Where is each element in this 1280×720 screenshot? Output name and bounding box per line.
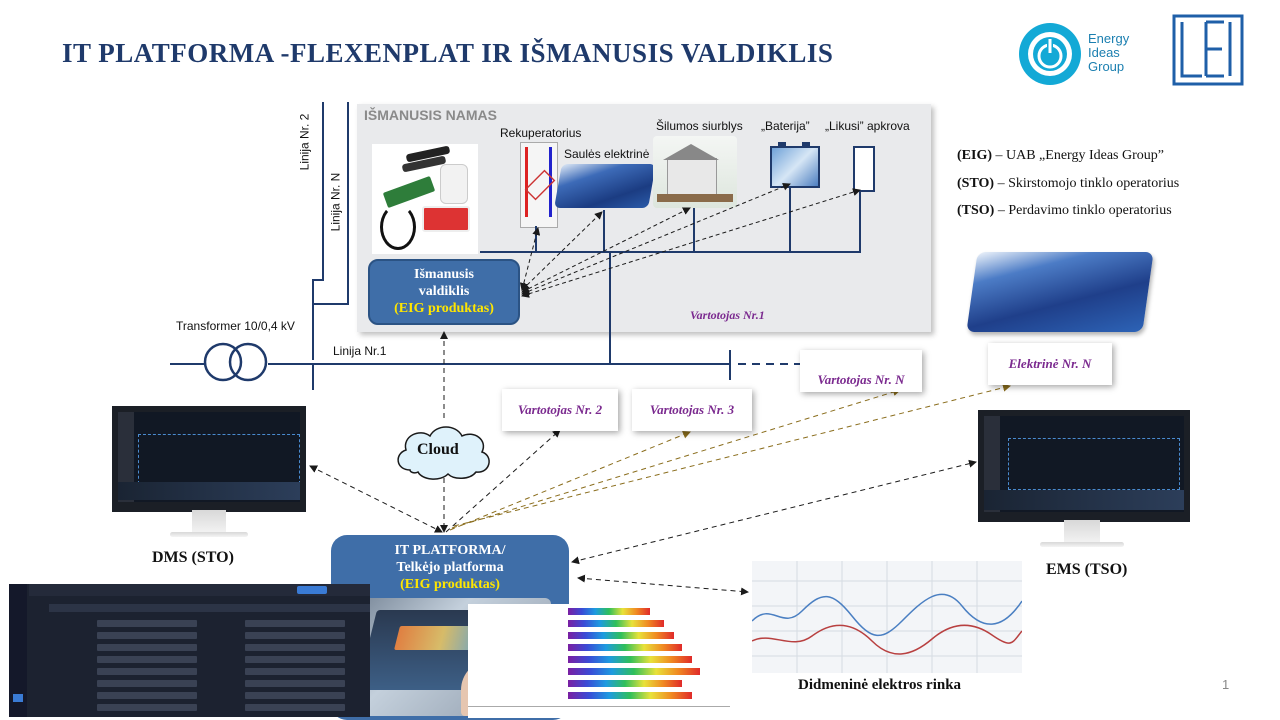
eig-logo-text-2: Ideas — [1088, 45, 1120, 60]
ems-label: EMS (TSO) — [1046, 561, 1128, 578]
eig-logo-text-3: Group — [1088, 59, 1125, 74]
transformer-icon — [203, 342, 268, 382]
eig-logo-text-1: Energy — [1088, 31, 1130, 46]
page-title: IT PLATFORMA -FLEXENPLAT IR IŠMANUSIS VA… — [62, 38, 834, 68]
platform-line-2: Telkėjo platforma — [396, 560, 504, 575]
vartotojas-1-label: Vartotojas Nr.1 — [690, 308, 765, 322]
ems-monitor-screen — [978, 410, 1190, 522]
remaining-load-image — [853, 146, 875, 192]
legend-sto: (STO) – Skirstomojo tinklo operatorius — [957, 176, 1179, 192]
page-number: 1 — [1222, 677, 1230, 692]
controller-line-2: valdiklis — [418, 284, 470, 299]
cloud-icon — [397, 426, 490, 480]
transformer-label: Transformer 10/0,4 kV — [176, 319, 295, 333]
legend-tso-text: – Perdavimo tinklo operatorius — [997, 203, 1172, 218]
rekuperatorius-label: Rekuperatorius — [500, 126, 582, 140]
controller-line-3: (EIG produktas) — [394, 301, 494, 316]
dms-label: DMS (STO) — [152, 549, 234, 566]
ems-monitor-stand — [1064, 520, 1100, 544]
dms-monitor-base — [170, 532, 248, 537]
market-chart-lines — [751, 561, 1023, 673]
dms-monitor-screen — [112, 406, 306, 512]
consumer-2-box: Vartotojas Nr. 2 — [502, 389, 618, 431]
ems-monitor-base — [1040, 542, 1124, 547]
legend-eig-abbr: (EIG) — [957, 148, 992, 163]
dark-ui-screenshot — [9, 584, 370, 717]
smart-controller-box: Išmanusis valdiklis (EIG produktas) — [368, 259, 520, 325]
consumer-n-box: Vartotojas Nr. N — [800, 350, 922, 392]
battery-label: „Baterija” — [761, 119, 810, 133]
market-chart-image — [751, 561, 1023, 673]
smart-house-title: IŠMANUSIS NAMAS — [364, 107, 498, 123]
legend-sto-text: – Skirstomojo tinklo operatorius — [997, 176, 1180, 191]
lei-logo — [1172, 14, 1244, 86]
legend-tso: (TSO) – Perdavimo tinklo operatorius — [957, 203, 1172, 219]
legend-sto-abbr: (STO) — [957, 176, 995, 191]
legend-eig-text: – UAB „Energy Ideas Group” — [995, 148, 1164, 163]
legend-tso-abbr: (TSO) — [957, 203, 995, 218]
line-2-label: Linija Nr. 2 — [297, 113, 312, 171]
controller-hardware-image — [372, 144, 478, 254]
power-icon — [1019, 23, 1081, 85]
cloud-label: Cloud — [417, 441, 459, 458]
bar-chart-image — [468, 604, 730, 718]
solar-plant-label: Saulės elektrinė — [564, 147, 650, 161]
line-1-label: Linija Nr.1 — [333, 344, 387, 358]
battery-image — [770, 142, 820, 188]
power-plant-image — [966, 252, 1154, 332]
power-plant-n-box: Elektrinė Nr. N — [988, 343, 1112, 385]
remaining-load-label: „Likusi” apkrova — [825, 119, 910, 133]
heat-pump-label: Šilumos siurblys — [656, 119, 743, 133]
controller-line-1: Išmanusis — [414, 267, 474, 282]
line-n-label: Linija Nr. N — [328, 172, 343, 232]
market-label: Didmeninė elektros rinka — [798, 677, 962, 693]
eig-logo: Energy Ideas Group — [1018, 22, 1138, 86]
consumer-3-box: Vartotojas Nr. 3 — [632, 389, 752, 431]
legend-eig: (EIG) – UAB „Energy Ideas Group” — [957, 148, 1164, 164]
platform-line-3: (EIG produktas) — [400, 577, 500, 592]
dms-monitor-stand — [192, 510, 226, 534]
platform-line-1: IT PLATFORMA/ — [394, 543, 506, 558]
